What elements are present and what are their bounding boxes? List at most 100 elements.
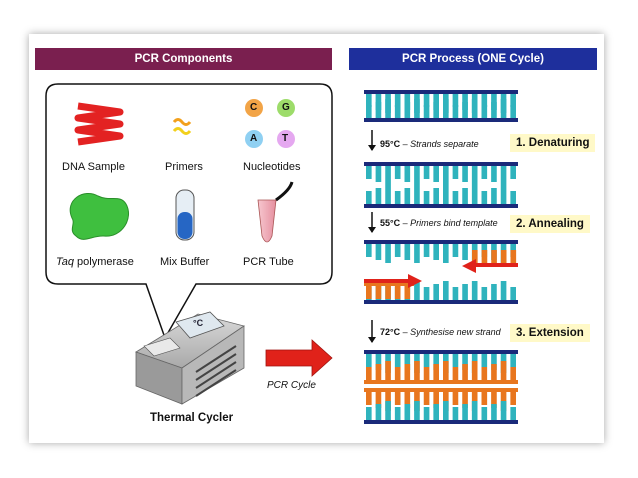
dna-base: [481, 287, 488, 300]
dna-base: [375, 404, 382, 420]
primer-base: [394, 286, 401, 299]
dna-base: [375, 354, 382, 370]
dna-backbone: [364, 380, 518, 384]
dna-base: [510, 367, 516, 380]
dna-base: [491, 364, 497, 380]
dna-base: [510, 166, 516, 179]
dna-base: [452, 166, 459, 179]
dna-base: [375, 364, 382, 380]
step-1-temperature: 95°C – Strands separate: [380, 139, 479, 149]
primer-base: [472, 250, 478, 263]
dna-base: [500, 185, 507, 204]
down-arrow-head: [368, 145, 376, 151]
taq-polymerase-label: Taq polymerase: [56, 256, 134, 268]
dna-base: [462, 392, 468, 408]
dna-base: [366, 407, 372, 420]
primer-base: [404, 286, 411, 299]
dna-base: [404, 354, 411, 370]
dna-base: [471, 281, 478, 300]
dna-base: [452, 392, 459, 405]
dna-base: [481, 191, 488, 204]
dna-base: [452, 244, 459, 257]
dna-base: [433, 166, 439, 182]
dna-base: [423, 191, 430, 204]
dna-base: [481, 105, 488, 118]
dna-backbone: [364, 162, 518, 166]
dna-base: [414, 401, 420, 420]
dna-base: [433, 284, 439, 300]
primer-base: [366, 286, 372, 299]
nucleotide-c: C: [250, 102, 258, 113]
dna-base: [423, 105, 430, 118]
dna-base: [366, 392, 372, 405]
dna-base: [423, 407, 430, 420]
primer-backbone: [364, 282, 414, 286]
dna-base: [433, 188, 439, 204]
down-arrow-head: [368, 227, 376, 233]
cycler-display: °C: [193, 318, 204, 328]
dna-backbone: [364, 388, 518, 392]
dna-base: [491, 284, 497, 300]
dna-base: [394, 166, 401, 179]
dna-backbone: [364, 240, 518, 244]
dna-base: [366, 94, 372, 107]
dna-base: [366, 191, 372, 204]
dna-base: [481, 367, 488, 380]
nucleotide-g: G: [282, 102, 290, 113]
pcr-process-header: PCR Process (ONE Cycle): [349, 48, 597, 70]
pcr-process-diagram: [364, 90, 518, 424]
step-3-temperature: 72°C – Synthesise new strand: [380, 327, 501, 337]
dna-base: [471, 185, 478, 204]
extension-arrow-right: [408, 274, 422, 288]
dna-base: [414, 185, 420, 204]
dna-base: [404, 244, 411, 260]
dna-base: [452, 287, 459, 300]
mix-buffer-label: Mix Buffer: [160, 256, 210, 268]
nucleotide-t: T: [282, 133, 289, 144]
dna-base: [510, 392, 516, 405]
dna-base: [433, 404, 439, 420]
dna-base: [414, 99, 420, 118]
dna-backbone: [364, 300, 518, 304]
nucleotides-label: Nucleotides: [243, 161, 301, 173]
dna-base: [375, 166, 382, 182]
dna-backbone: [364, 118, 518, 122]
dna-base: [404, 188, 411, 204]
pcr-cycle-label: PCR Cycle: [267, 380, 316, 391]
dna-base: [394, 367, 401, 380]
dna-base: [433, 244, 439, 260]
nucleotide-a: A: [250, 133, 258, 144]
dna-base: [385, 244, 391, 263]
dna-base: [510, 354, 516, 367]
dna-base: [394, 105, 401, 118]
primer-base: [385, 286, 391, 299]
dna-base: [491, 188, 497, 204]
dna-base: [500, 166, 507, 185]
dna-base: [394, 392, 401, 405]
dna-base: [443, 166, 449, 185]
dna-base: [414, 166, 420, 185]
primer-base: [491, 250, 497, 263]
dna-sample-label: DNA Sample: [62, 161, 125, 173]
dna-base: [491, 354, 497, 370]
dna-base: [452, 367, 459, 380]
step-annealing-label: 2. Annealing: [510, 215, 590, 233]
dna-base: [375, 392, 382, 408]
dna-base: [452, 191, 459, 204]
dna-backbone: [364, 90, 518, 94]
pcr-cycle-arrow: [265, 339, 333, 377]
dna-base: [471, 361, 478, 380]
dna-base: [443, 185, 449, 204]
primers-label: Primers: [165, 161, 203, 173]
dna-base: [452, 407, 459, 420]
dna-base: [452, 94, 459, 107]
dna-base: [462, 188, 468, 204]
extension-arrow-left-shaft: [476, 263, 518, 267]
dna-base: [414, 361, 420, 380]
dna-backbone: [364, 420, 518, 424]
thermal-cycler-icon: [135, 311, 245, 405]
dna-base: [375, 102, 382, 118]
dna-base: [510, 287, 516, 300]
dna-base: [462, 404, 468, 420]
